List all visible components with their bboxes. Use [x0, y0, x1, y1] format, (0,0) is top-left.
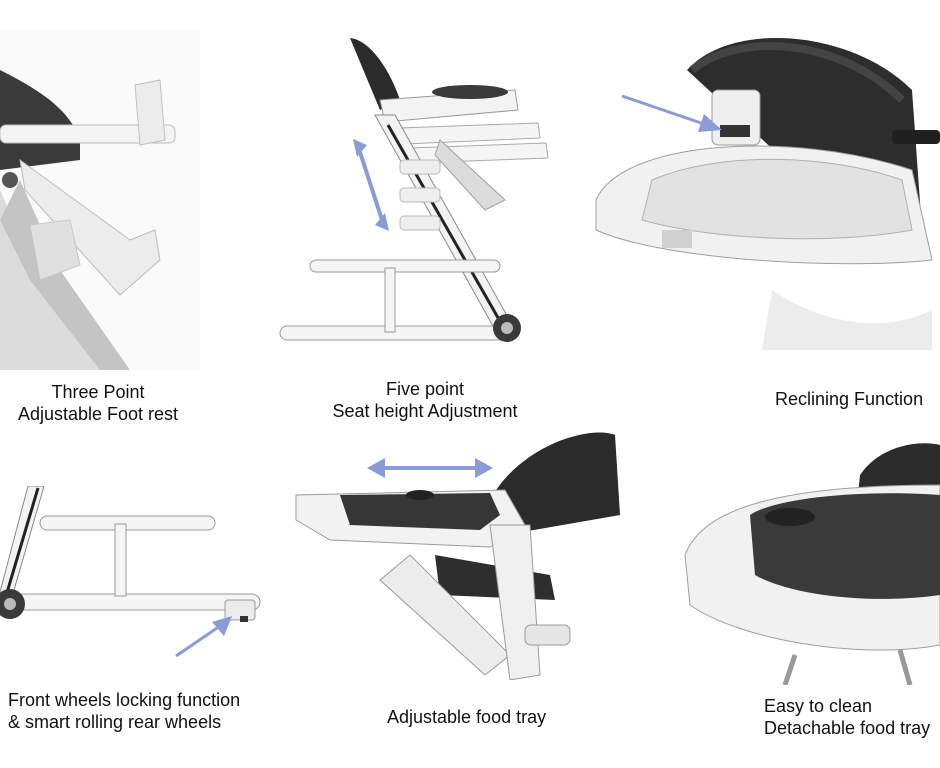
caption-reclining: Reclining Function — [775, 388, 923, 410]
caption-line: Reclining Function — [775, 389, 924, 409]
caption-line: & smart rolling rear wheels — [8, 712, 222, 732]
caption-foot-rest: Three Point Adjustable Foot rest — [0, 381, 198, 425]
caption-line: Seat height Adjustment — [332, 401, 518, 421]
caption-line: Detachable food tray — [764, 718, 931, 738]
caption-food-tray: Adjustable food tray — [387, 706, 546, 728]
caption-line: Five point — [385, 379, 465, 399]
wheel-lock-arrow-icon — [175, 616, 232, 658]
height-adjust-arrow-icon — [353, 139, 389, 231]
caption-easy-clean: Easy to clean Detachable food tray — [764, 695, 940, 739]
food-tray-photo — [290, 425, 630, 680]
caption-line: Adjustable food tray — [387, 707, 547, 727]
caption-seat-height: Five point Seat height Adjustment — [310, 378, 540, 422]
caption-line: Adjustable Foot rest — [17, 404, 179, 424]
caption-wheels: Front wheels locking function & smart ro… — [8, 689, 240, 733]
wheels-photo — [0, 486, 270, 646]
reclining-photo — [592, 30, 940, 350]
caption-line: Front wheels locking function — [8, 690, 241, 710]
seat-height-photo — [270, 30, 560, 360]
foot-rest-photo — [0, 30, 200, 370]
caption-line: Easy to clean — [764, 696, 873, 716]
caption-line: Three Point — [51, 382, 145, 402]
recline-pointer-arrow-icon — [621, 94, 722, 132]
tray-slide-arrow-icon — [367, 458, 493, 478]
easy-clean-photo — [680, 425, 940, 685]
